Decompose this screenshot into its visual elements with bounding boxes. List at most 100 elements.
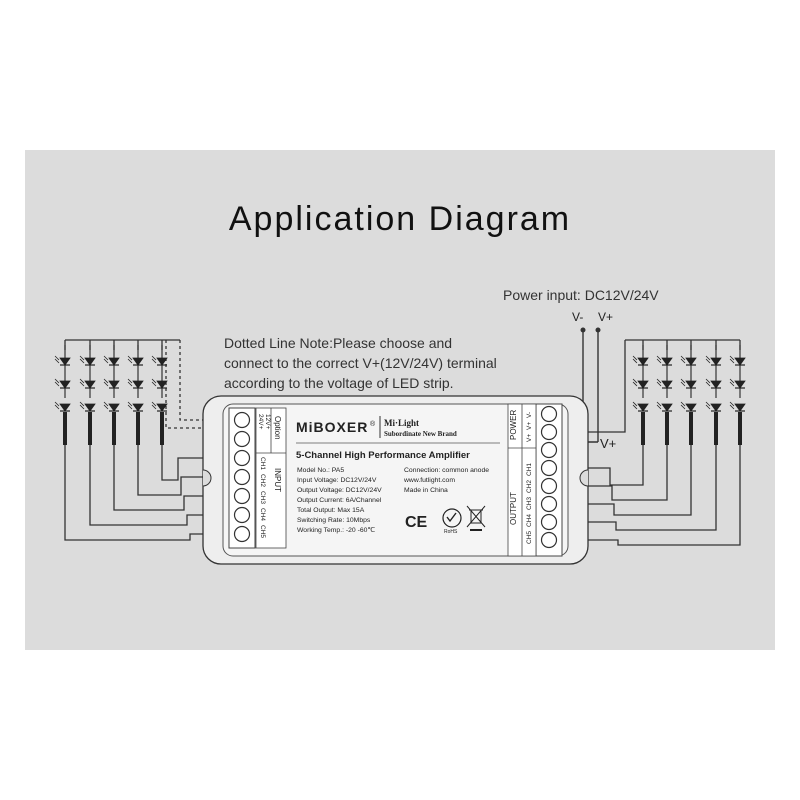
led-diode-icon	[661, 403, 673, 412]
dotted-line-note-line-1: Dotted Line Note:Please choose and	[224, 335, 453, 351]
led-diode-icon	[156, 380, 168, 389]
led-diode-icon	[685, 403, 697, 412]
led-strip	[656, 345, 673, 445]
strip-resistor	[714, 412, 718, 445]
dotted-line-note-line-3: according to the voltage of LED strip.	[224, 375, 454, 391]
v-minus-label: V-	[572, 310, 583, 324]
svg-text:RoHS: RoHS	[444, 529, 458, 535]
input-terminal-label: CH5	[259, 525, 266, 538]
output-terminals	[540, 405, 558, 549]
led-diode-icon	[132, 357, 144, 366]
strip-resistor	[112, 412, 116, 445]
strip-resistor	[665, 412, 669, 445]
strip-resistor	[160, 412, 164, 445]
output-terminal-label: V-	[526, 412, 533, 418]
led-diode-icon	[661, 357, 673, 366]
spec-line: Output Voltage: DC12V/24V	[297, 487, 382, 494]
spec-line: Model No.: PA5	[297, 467, 344, 474]
power-label: POWER	[509, 410, 518, 440]
page-title: Application Diagram	[228, 200, 572, 238]
option-label: Option	[273, 416, 282, 440]
input-terminal-label: 24V+	[257, 414, 264, 430]
left-mount-notch	[202, 469, 212, 487]
input-terminal-label: CH2	[259, 474, 266, 487]
led-strip	[79, 345, 96, 445]
led-diode-icon	[734, 403, 746, 412]
led-diode-icon	[84, 403, 96, 412]
output-terminal-screw	[540, 405, 558, 423]
led-diode-icon	[108, 403, 120, 412]
output-terminal-label: CH4	[526, 514, 533, 527]
led-diode-icon	[734, 380, 746, 389]
right-mount-notch	[579, 469, 589, 487]
output-terminal-label: V+	[526, 434, 533, 442]
brand-logo: MiBOXER	[296, 419, 368, 435]
output-terminal-screw	[540, 477, 558, 495]
led-strip	[632, 345, 649, 445]
info-line: Connection: common anode	[404, 467, 489, 474]
strip-resistor	[88, 412, 92, 445]
info-line: www.futlight.com	[403, 477, 455, 484]
led-diode-icon	[637, 357, 649, 366]
led-strip	[103, 345, 120, 445]
input-terminal-label: CH4	[259, 508, 266, 521]
output-terminal-screw	[540, 423, 558, 441]
led-diode-icon	[637, 380, 649, 389]
sub-brand-tagline: Subordinate New Brand	[384, 430, 457, 438]
led-diode-icon	[685, 380, 697, 389]
device-face	[222, 403, 569, 557]
strip-resistor	[738, 412, 742, 445]
led-strip	[729, 345, 746, 445]
input-terminal-screw	[233, 468, 251, 486]
strip-resistor	[689, 412, 693, 445]
output-terminal-screw	[540, 441, 558, 459]
led-diode-icon	[108, 380, 120, 389]
ce-mark: CE	[405, 514, 428, 531]
led-strip	[54, 345, 71, 445]
led-diode-icon	[132, 380, 144, 389]
led-strip	[680, 345, 697, 445]
v-plus-common-label: V+	[600, 436, 616, 451]
sub-brand-logo: Mi·Light	[384, 418, 419, 428]
led-strip	[705, 345, 722, 445]
input-terminal-screw	[233, 449, 251, 467]
led-diode-icon	[59, 380, 71, 389]
led-diode-icon	[637, 403, 649, 412]
output-terminal-label: CH2	[526, 480, 533, 493]
left-led-strips	[54, 345, 168, 445]
spec-line: Working Temp.: -20 -60℃	[297, 527, 375, 534]
led-diode-icon	[661, 380, 673, 389]
led-diode-icon	[156, 357, 168, 366]
right-led-strips	[632, 345, 746, 445]
output-terminal-screw	[540, 531, 558, 549]
output-terminal-label: V+	[526, 422, 533, 430]
output-label: OUTPUT	[509, 492, 518, 525]
output-terminal-label: CH5	[526, 531, 533, 544]
weee-bin-icon	[466, 505, 486, 531]
power-input-label: Power input: DC12V/24V	[503, 287, 659, 303]
v-plus-label: V+	[598, 310, 613, 324]
v-plus-terminal-dot	[595, 327, 601, 333]
input-terminal-screw	[233, 430, 251, 448]
input-terminal-screw	[233, 487, 251, 505]
input-label: INPUT	[273, 468, 282, 492]
led-diode-icon	[710, 380, 722, 389]
info-line: Made in China	[404, 487, 448, 494]
input-terminal-screw	[233, 506, 251, 524]
input-terminal-screw	[233, 411, 251, 429]
output-terminal-screw	[540, 513, 558, 531]
input-label-strip	[255, 407, 287, 549]
output-terminal-screw	[540, 495, 558, 513]
spec-line: Total Output: Max 15A	[297, 507, 365, 514]
spec-line: Output Current: 6A/Channel	[297, 497, 382, 504]
strip-resistor	[136, 412, 140, 445]
led-diode-icon	[710, 403, 722, 412]
led-diode-icon	[734, 357, 746, 366]
output-terminal-screw	[540, 459, 558, 477]
led-strip	[151, 345, 168, 445]
product-title: 5-Channel High Performance Amplifier	[296, 450, 470, 461]
